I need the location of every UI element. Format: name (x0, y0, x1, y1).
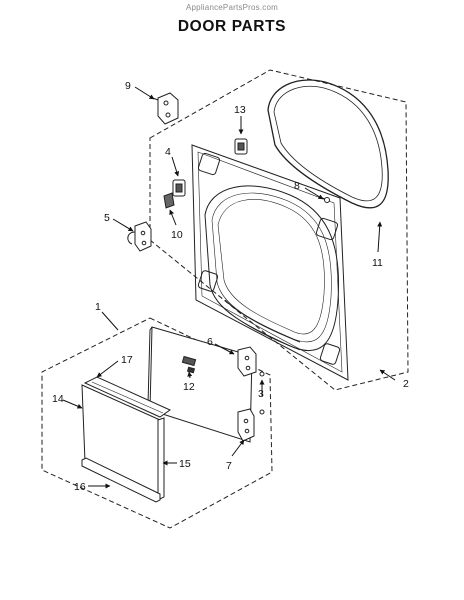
part-5-hinge (127, 221, 152, 252)
part-9-hinge-bracket (149, 92, 179, 125)
part-16-bottom-trim (81, 457, 161, 503)
part-15-side-trim (157, 417, 165, 501)
front-panel (191, 144, 349, 381)
callout-11: 11 (372, 257, 383, 269)
part-4-latch (172, 179, 186, 197)
callout-14: 14 (52, 393, 64, 405)
door-assembly-group (41, 317, 273, 529)
callout-6: 6 (207, 336, 213, 348)
door-seal (267, 79, 389, 209)
callout-15: 15 (179, 458, 191, 470)
callout-3: 3 (258, 388, 264, 400)
callout-4: 4 (165, 146, 171, 158)
callout-7: 7 (226, 460, 232, 472)
part-3-screws (259, 371, 265, 415)
callout-5: 5 (104, 212, 110, 224)
callout-9: 9 (125, 80, 131, 92)
callout-2: 2 (403, 378, 409, 390)
callout-1: 1 (95, 301, 101, 313)
callout-12: 12 (183, 381, 195, 393)
part-7-lower-door-hinge (237, 408, 255, 442)
part-6-upper-door-hinge (237, 346, 257, 377)
leader-lines (62, 86, 396, 489)
callout-17: 17 (121, 354, 133, 366)
part-10-strike (163, 192, 175, 209)
callout-8: 8 (294, 180, 300, 192)
callout-16: 16 (74, 481, 86, 493)
part-13-clip (234, 138, 248, 155)
callout-labels: 9 13 4 8 5 10 11 1 6 17 12 3 14 2 15 7 1… (52, 80, 409, 493)
cabinet-front-group (149, 69, 409, 391)
watermark: AppliancePartsPros.com (186, 3, 278, 12)
callout-10: 10 (171, 229, 183, 241)
page-title: DOOR PARTS (177, 18, 287, 35)
callout-13: 13 (234, 104, 246, 116)
part-17-top-trim (83, 376, 172, 418)
